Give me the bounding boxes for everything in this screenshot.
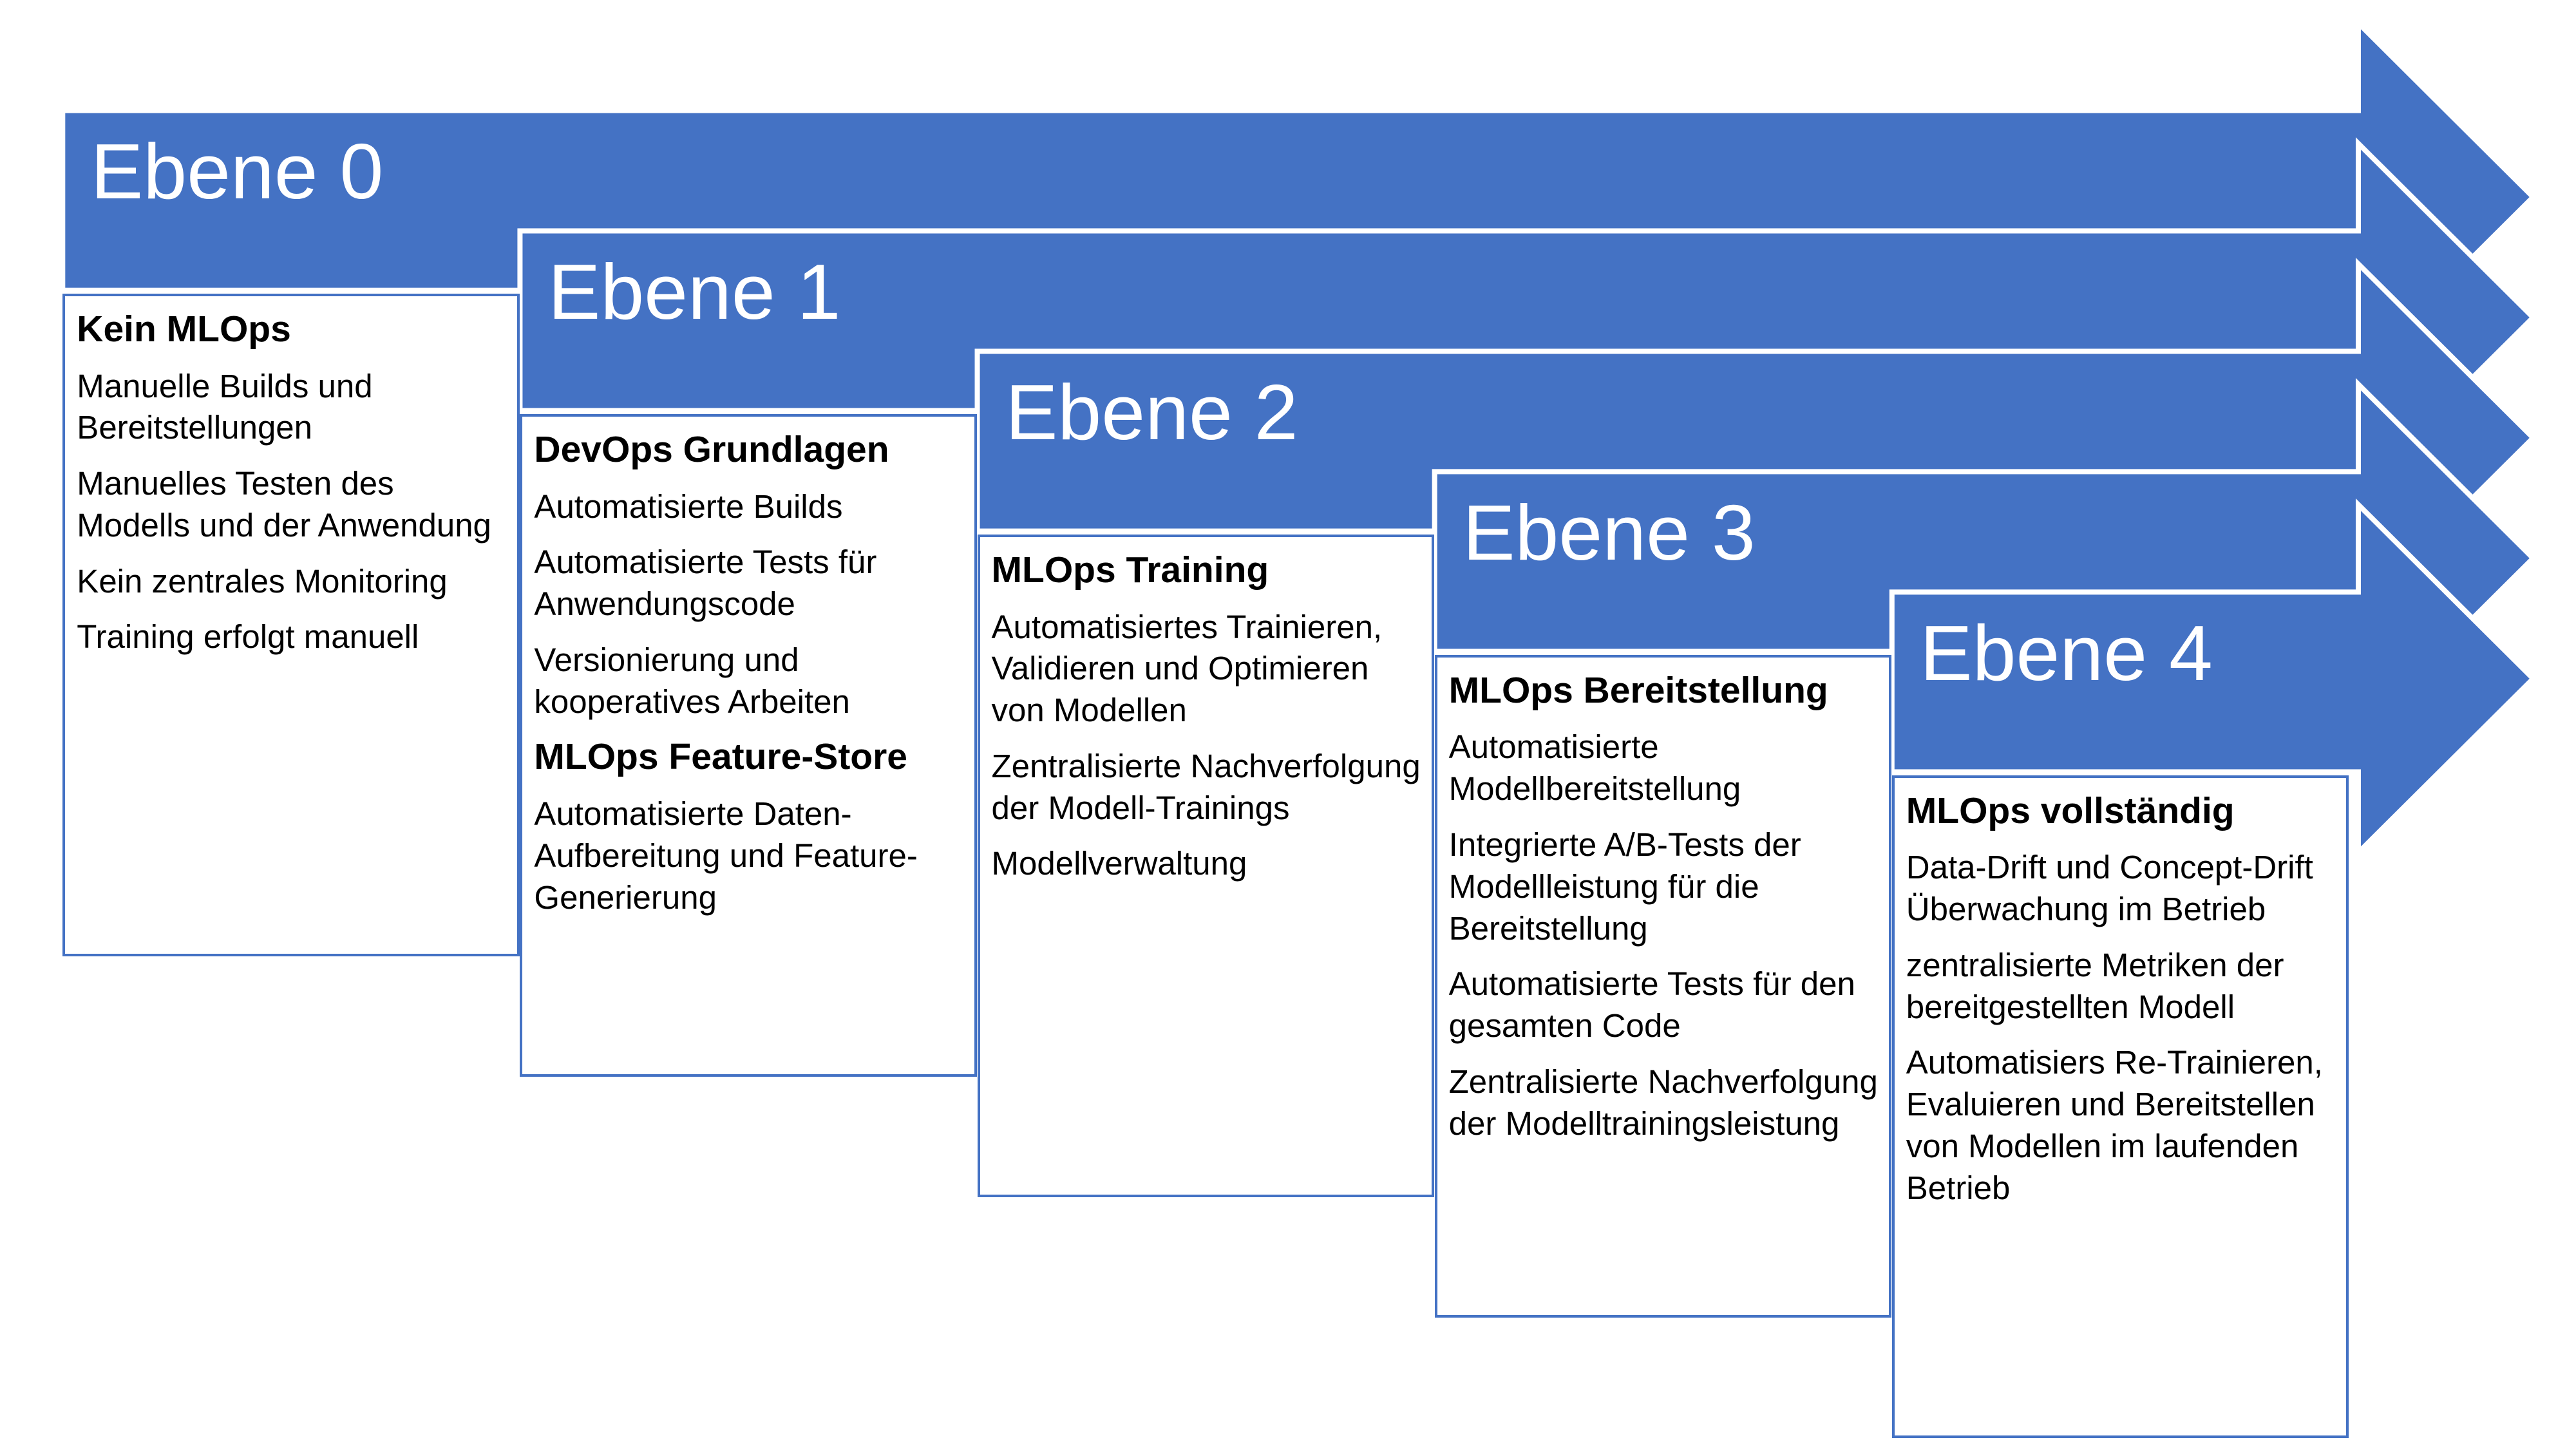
level-2-item: Automatisiertes Trainieren, Validieren u… <box>991 608 1383 729</box>
level-0-item: Training erfolgt manuell <box>77 618 419 656</box>
level-4-item: zentralisierte Metriken der bereitgestel… <box>1906 946 2284 1025</box>
level-3-item: Automatisierte Modellbereitstellung <box>1448 728 1741 808</box>
level-title-0: Ebene 0 <box>90 127 384 215</box>
level-arrow-4 <box>1889 498 2537 859</box>
level-1-section-heading: DevOps Grundlagen <box>534 428 889 470</box>
level-0-section-heading: Kein MLOps <box>77 308 291 350</box>
level-title-1: Ebene 1 <box>547 247 841 336</box>
level-3-item: Zentralisierte Nachverfolgung der Modell… <box>1448 1063 1878 1142</box>
level-4-item: Automatisiers Re-Trainieren, Evaluieren … <box>1906 1044 2323 1206</box>
level-3-section-heading: MLOps Bereitstellung <box>1448 669 1828 711</box>
level-3-item: Integrierte A/B-Tests der Modellleistung… <box>1448 826 1801 947</box>
level-2-item: Modellverwaltung <box>991 845 1247 882</box>
level-1-item: Automatisierte Daten-Aufbereitung und Fe… <box>534 795 918 916</box>
level-title-2: Ebene 2 <box>1005 368 1298 456</box>
level-1-section-heading: MLOps Feature-Store <box>534 736 907 778</box>
level-title-3: Ebene 3 <box>1463 488 1756 576</box>
level-3-item: Automatisierte Tests für den gesamten Co… <box>1448 965 1855 1045</box>
level-1-item: Automatisierte Tests für Anwendungscode <box>534 544 877 623</box>
level-1-item: Versionierung und kooperatives Arbeiten <box>534 641 850 720</box>
level-2-section-heading: MLOps Training <box>991 549 1269 591</box>
level-title-4: Ebene 4 <box>1920 609 2213 697</box>
level-4-item: Data-Drift und Concept-Drift Überwachung… <box>1906 849 2313 928</box>
level-4-section-heading: MLOps vollständig <box>1906 790 2235 831</box>
level-0-item: Manuelles Testen des Modells und der Anw… <box>77 465 491 544</box>
level-0-item: Manuelle Builds und Bereitstellungen <box>77 367 373 446</box>
level-2-item: Zentralisierte Nachverfolgung der Modell… <box>991 747 1421 826</box>
level-0-item: Kein zentrales Monitoring <box>77 562 448 600</box>
level-1-item: Automatisierte Builds <box>534 488 843 525</box>
